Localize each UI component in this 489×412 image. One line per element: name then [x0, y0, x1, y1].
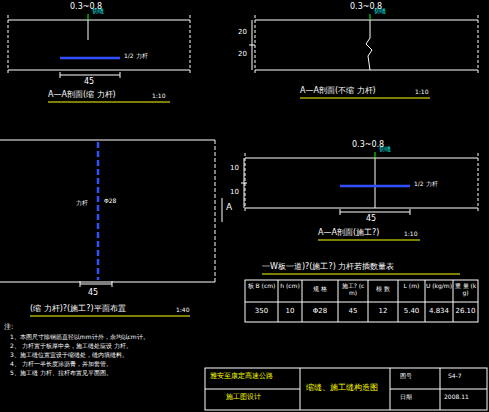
drawing-label: 1:10	[152, 93, 165, 100]
drawing-label: 20	[238, 50, 247, 58]
drawing-label: 2008.11	[444, 394, 469, 401]
drawing-label: 45	[88, 288, 98, 297]
drawing-label: 4、 力杆一半长度涂沥青，并加套管。	[10, 361, 112, 368]
table-cell: 12	[368, 307, 398, 315]
drawing-label: 一W板一道)?(施工?) 力杆若插数量表	[262, 262, 394, 271]
drawing-label: 1、本图尺寸除钢筋直径以mm计外，余均以cm计。	[10, 334, 149, 341]
table-cell: 5.40	[398, 307, 425, 315]
drawing-label: 1:10	[404, 231, 417, 238]
drawing-label: 1/2 力杆	[414, 181, 438, 188]
drawing-label: A—A剖面(缩 力杆)	[48, 90, 116, 99]
drawing-label: 日期	[400, 394, 412, 401]
drawing-label: 5、施工缝 力杆、拉杆布置见平面图。	[10, 370, 112, 377]
drawing-label: 45	[84, 77, 94, 86]
drawing-label: 10	[230, 164, 239, 172]
drawing-label: A—A剖面(不缩 力杆)	[300, 86, 376, 95]
table-cell: 10	[278, 307, 302, 315]
drawing-label: 切缝	[379, 146, 391, 153]
drawing-label: Φ28	[104, 198, 116, 205]
drawing-label: 图号	[400, 373, 412, 380]
drawing-label: 45	[366, 214, 376, 223]
table-cell: U (kg/m)	[425, 283, 453, 290]
drawing-label: 3、施工缝位置宜设于缩缝处，缝内填缝料。	[10, 352, 128, 359]
drawing-label: 1:40	[176, 307, 189, 314]
drawing-label: 力杆	[76, 200, 88, 207]
table-cell: 根 数	[368, 286, 398, 293]
table-cell: 板 B (cm)	[245, 283, 278, 290]
table-cell: 350	[245, 307, 278, 315]
table-cell: 规 格	[302, 286, 338, 293]
drawing-label: 雅安至康定高速公路	[210, 372, 273, 380]
drawing-label: 切缝	[92, 8, 104, 15]
drawing-label: 1/2 力杆	[124, 53, 148, 60]
table-cell: 施工? (cm)	[338, 283, 368, 297]
drawing-label: S4-7	[448, 373, 462, 380]
table-cell: 45	[338, 307, 368, 315]
table-cell: Φ28	[302, 307, 338, 315]
drawing-label: 10	[230, 188, 239, 196]
drawing-label: A	[226, 202, 232, 212]
drawing-label: 1:10	[415, 89, 428, 96]
table-cell: 重 量 (kg)	[453, 283, 478, 297]
table-cell: L (m)	[398, 283, 425, 290]
table-cell: 4.834	[425, 307, 453, 315]
table-cell: 26.10	[453, 307, 478, 315]
drawing-label: 注:	[4, 323, 13, 331]
drawing-label: A—A剖面(施工?)	[318, 228, 379, 237]
drawing-label: (缩 力杆)?(施工?)平面布置	[30, 304, 126, 313]
drawing-label: 2、 力杆置于板厚中央，施工缝处应设 力杆。	[10, 343, 132, 350]
drawing-label: 20	[238, 28, 247, 36]
drawing-label: 施工图设计	[226, 393, 261, 401]
table-cell: h (cm)	[278, 283, 302, 290]
drawing-label: 切缝	[374, 8, 386, 15]
drawing-label: 缩缝、施工缝构造图	[306, 383, 378, 392]
